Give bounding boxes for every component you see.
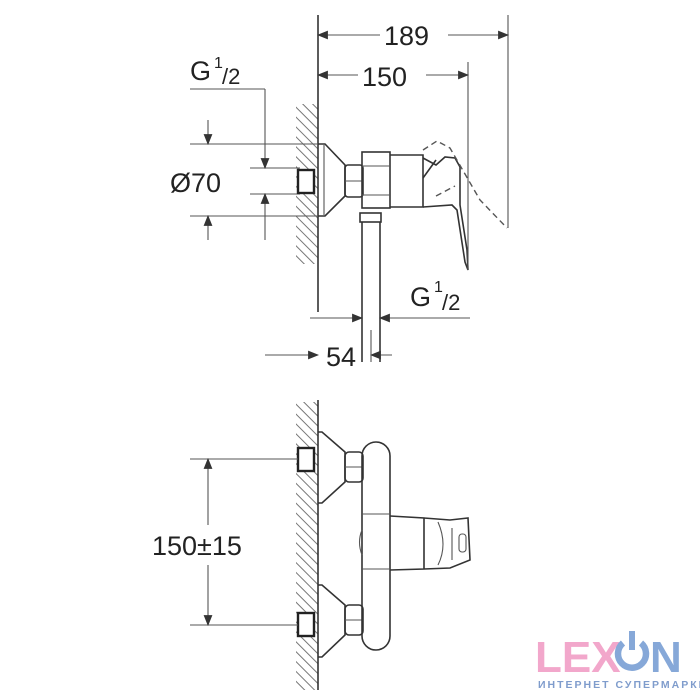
dim-flange-diameter: Ø70 bbox=[170, 120, 318, 240]
thread-sup: 1 bbox=[434, 279, 443, 296]
dim-150-15: 150±15 bbox=[152, 457, 298, 627]
cartridge-housing bbox=[390, 154, 424, 208]
thread-sub: /2 bbox=[442, 290, 460, 315]
dim-189-label: 189 bbox=[384, 21, 429, 51]
dim-outlet-thread: G 1 /2 bbox=[310, 279, 470, 323]
logo-n: N bbox=[650, 633, 682, 682]
dim-54: 54 bbox=[265, 330, 392, 372]
dim-54-label: 54 bbox=[326, 342, 356, 372]
outlet-nut bbox=[359, 212, 382, 223]
wall-hatch bbox=[296, 402, 318, 690]
thread-label: G bbox=[190, 56, 211, 86]
dim-70-label: Ø70 bbox=[170, 168, 221, 198]
inlet-connector bbox=[296, 168, 316, 195]
thread-sub: /2 bbox=[222, 64, 240, 89]
dim-189: 189 bbox=[316, 15, 510, 228]
lever bbox=[422, 156, 469, 271]
lever-front bbox=[389, 515, 471, 571]
front-view bbox=[296, 400, 471, 690]
lever-alt-position bbox=[422, 140, 508, 229]
dim-150-15-label: 150±15 bbox=[152, 531, 242, 561]
thread-sup: 1 bbox=[214, 55, 223, 72]
dim-inlet-thread: G 1 /2 bbox=[190, 55, 270, 240]
flange-lower bbox=[318, 584, 346, 658]
dim-150: 150 bbox=[316, 62, 470, 270]
dim-150-label: 150 bbox=[362, 62, 407, 92]
mixer-body bbox=[361, 151, 391, 209]
mixer-body bbox=[361, 441, 391, 651]
flange bbox=[318, 143, 346, 217]
power-icon bbox=[614, 631, 650, 671]
flange-upper bbox=[318, 431, 346, 504]
logo-lex: LEX bbox=[535, 633, 621, 682]
lexon-logo: LEX N ИНТЕРНЕТ СУПЕРМАРКЕТ bbox=[535, 631, 700, 691]
logo-tagline: ИНТЕРНЕТ СУПЕРМАРКЕТ bbox=[538, 679, 700, 691]
thread-label: G bbox=[410, 282, 431, 312]
